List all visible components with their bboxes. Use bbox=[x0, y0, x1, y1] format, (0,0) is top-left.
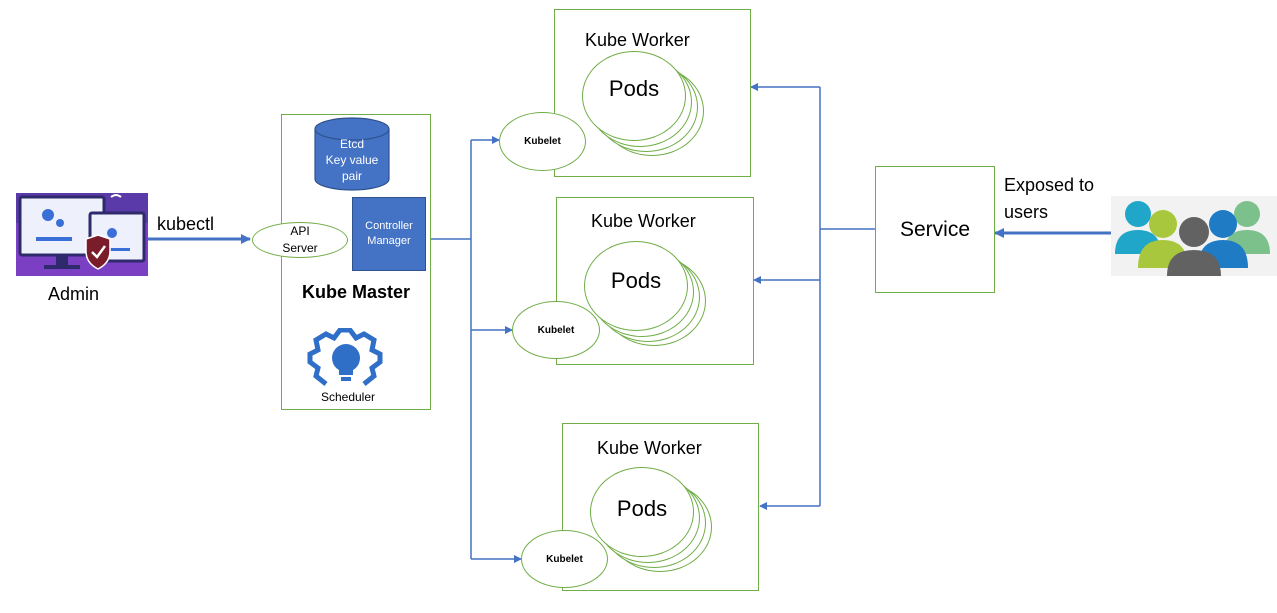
api-server-line-1: API bbox=[290, 224, 310, 238]
kubelet-label-3: Kubelet bbox=[546, 553, 583, 565]
pods-circle-2: Pods bbox=[584, 241, 688, 331]
service-label: Service bbox=[899, 217, 971, 241]
kubelet-label-2: Kubelet bbox=[537, 324, 575, 336]
etcd-line-2: Key value bbox=[325, 153, 379, 167]
users-group-icon bbox=[1111, 196, 1277, 276]
pods-circle-3: Pods bbox=[590, 467, 694, 557]
kubectl-label: kubectl bbox=[157, 214, 215, 234]
kubelet-label-1: Kubelet bbox=[524, 136, 561, 147]
admin-label: Admin bbox=[48, 284, 100, 304]
scheduler-label: Scheduler bbox=[320, 390, 376, 404]
pods-label-3: Pods bbox=[616, 496, 668, 521]
kube-worker-title-3: Kube Worker bbox=[597, 438, 702, 458]
pods-circle-1: Pods bbox=[582, 51, 686, 141]
exposed-line-1: Exposed to bbox=[1004, 175, 1095, 195]
pods-label-2: Pods bbox=[610, 268, 662, 293]
exposed-line-2: users bbox=[1004, 202, 1049, 222]
service-box: Service bbox=[875, 166, 995, 293]
kube-master-title: Kube Master bbox=[301, 282, 411, 302]
etcd-database bbox=[314, 117, 390, 192]
kubelet-oval-3: Kubelet bbox=[521, 530, 608, 588]
api-server-oval bbox=[252, 222, 348, 258]
pods-label-1: Pods bbox=[608, 76, 660, 101]
controller-line-1: Controller bbox=[365, 220, 413, 232]
gear-bulb-icon bbox=[306, 327, 394, 390]
controller-line-2: Manager bbox=[367, 235, 411, 247]
kube-worker-title-1: Kube Worker bbox=[585, 30, 690, 50]
admin-computers-icon bbox=[16, 193, 148, 276]
api-server-line-2: Server bbox=[282, 241, 318, 255]
kubelet-oval-2: Kubelet bbox=[512, 301, 600, 359]
kubelet-oval-1: Kubelet bbox=[499, 112, 586, 171]
controller-manager-box bbox=[352, 197, 426, 271]
kube-worker-title-2: Kube Worker bbox=[591, 211, 696, 231]
etcd-line-1: Etcd bbox=[339, 137, 364, 151]
etcd-line-3: pair bbox=[341, 169, 362, 183]
